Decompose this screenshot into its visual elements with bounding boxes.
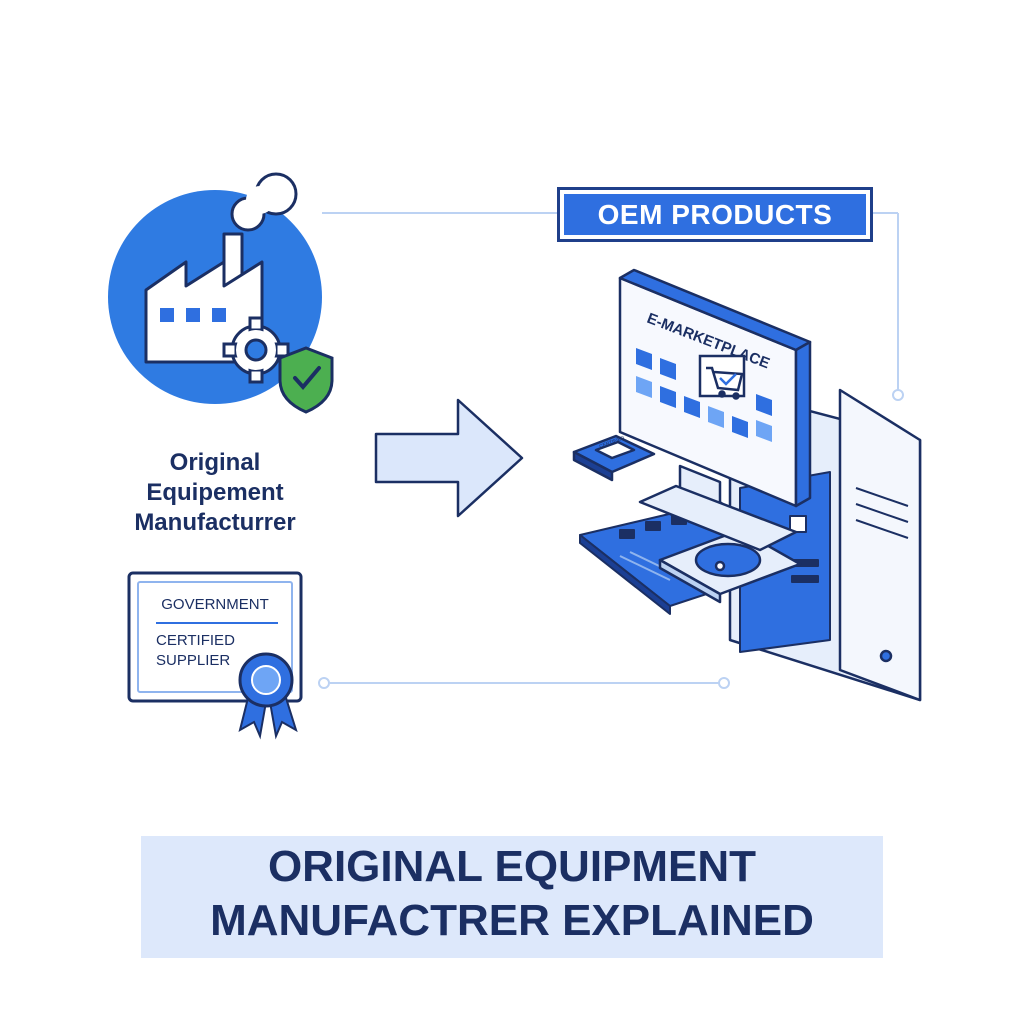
factory-icon: [144, 232, 264, 364]
footer-band: [141, 836, 883, 958]
manufacturer-line-2: Equipement: [146, 479, 284, 506]
manufacturer-line-1: Original: [169, 449, 261, 476]
marketplace-grid: [636, 348, 772, 442]
factory-badge: [108, 172, 334, 414]
ribbon-icon: [238, 652, 298, 740]
shield-check-icon: [278, 346, 334, 414]
certificate: GOVERNMENT CERTIFIED SUPPLIER: [127, 571, 303, 740]
oem-products-text: OEM PRODUCTS: [564, 194, 866, 235]
certificate-line-2: CERTIFIED: [156, 632, 235, 649]
certificate-line-1: GOVERNMENT: [161, 596, 269, 613]
cloud-icon: [230, 172, 298, 232]
certificate-line-3: SUPPLIER: [156, 652, 230, 669]
title-line-2: MANUFACTRER EXPLAINED: [210, 896, 814, 945]
arrow-right-icon: [374, 398, 524, 518]
title-line-1: ORIGINAL EQUIPMENT: [267, 842, 757, 891]
manufacturer-line-3: Manufacturrer: [134, 509, 296, 536]
manufacturer-label: Original Equipement Manufacturrer: [100, 448, 330, 538]
oem-products-label: OEM PRODUCTS: [557, 187, 873, 242]
gear-icon: [222, 316, 290, 384]
computer-illustration: E-MARKETPLACE CERTIFIED: [572, 268, 922, 702]
cart-icon: [698, 354, 746, 400]
chip-icon: [572, 434, 656, 482]
page-title: ORIGINAL EQUIPMENT MANUFACTRER EXPLAINED: [141, 840, 883, 948]
